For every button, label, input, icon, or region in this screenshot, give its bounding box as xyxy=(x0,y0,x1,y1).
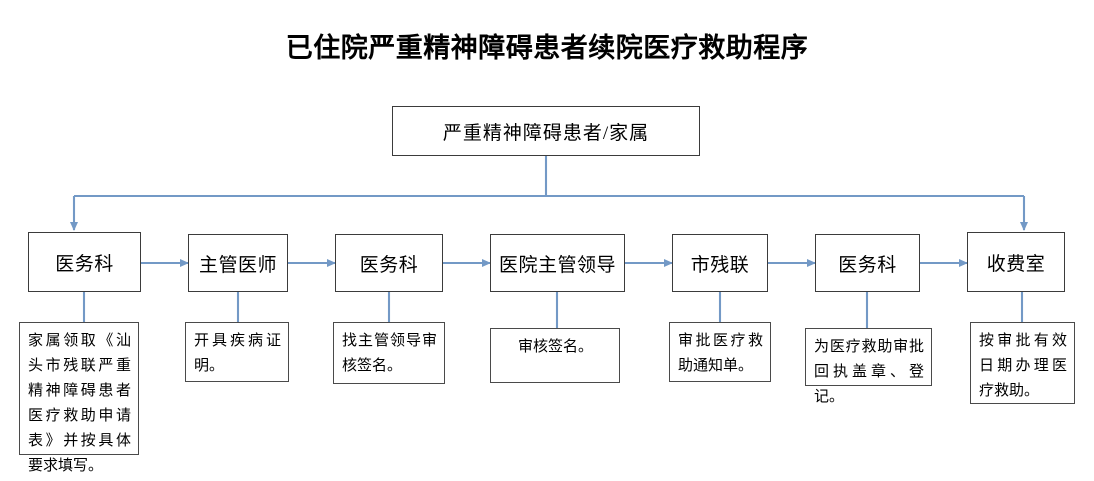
note-text-2: 开具疾病证明。 xyxy=(194,333,281,374)
note-text-4: 审核签名。 xyxy=(517,339,593,355)
note-text-3: 找主管领导审核签名。 xyxy=(342,333,437,374)
note-box-4[interactable]: 审核签名。 xyxy=(490,328,620,383)
note-text-1: 家属领取《汕头市残联严重精神障碍患者医疗救助申请表》并按具体要求填写。 xyxy=(28,333,131,474)
note-box-2[interactable]: 开具疾病证明。 xyxy=(185,322,289,382)
note-text-7: 按审批有效日期办理医疗救助。 xyxy=(979,333,1067,399)
stage-label-7: 收费室 xyxy=(986,253,1046,275)
stage-box-2[interactable]: 主管医师 xyxy=(188,234,288,292)
stage-label-2: 主管医师 xyxy=(198,254,277,276)
stage-label-1: 医务科 xyxy=(55,253,114,275)
stage-box-5[interactable]: 市残联 xyxy=(672,234,768,292)
note-box-1[interactable]: 家属领取《汕头市残联严重精神障碍患者医疗救助申请表》并按具体要求填写。 xyxy=(19,322,139,474)
stage-box-7[interactable]: 收费室 xyxy=(967,232,1065,292)
note-text-6: 为医疗救助审批回执盖章、登记。 xyxy=(814,339,924,405)
stage-label-4: 医院主管领导 xyxy=(498,254,616,276)
note-text-5: 审批医疗救助通知单。 xyxy=(678,333,763,374)
note-box-7[interactable]: 按审批有效日期办理医疗救助。 xyxy=(970,322,1075,404)
note-box-6[interactable]: 为医疗救助审批回执盖章、登记。 xyxy=(805,328,932,405)
stage-label-6: 医务科 xyxy=(838,254,897,276)
note-box-3[interactable]: 找主管领导审核签名。 xyxy=(333,322,445,384)
stage-label-3: 医务科 xyxy=(359,254,419,276)
stage-box-1[interactable]: 医务科 xyxy=(28,232,141,292)
stage-box-3[interactable]: 医务科 xyxy=(335,234,443,292)
note-box-5[interactable]: 审批医疗救助通知单。 xyxy=(669,322,771,382)
stage-label-5: 市残联 xyxy=(690,254,750,276)
stage-box-4[interactable]: 医院主管领导 xyxy=(490,234,625,292)
stage-box-6[interactable]: 医务科 xyxy=(815,234,920,292)
root-node[interactable]: 严重精神障碍患者/家属 xyxy=(392,106,700,156)
page-title: 已住院严重精神障碍患者续院医疗救助程序 xyxy=(285,33,809,63)
root-node-label: 严重精神障碍患者/家属 xyxy=(442,122,650,144)
